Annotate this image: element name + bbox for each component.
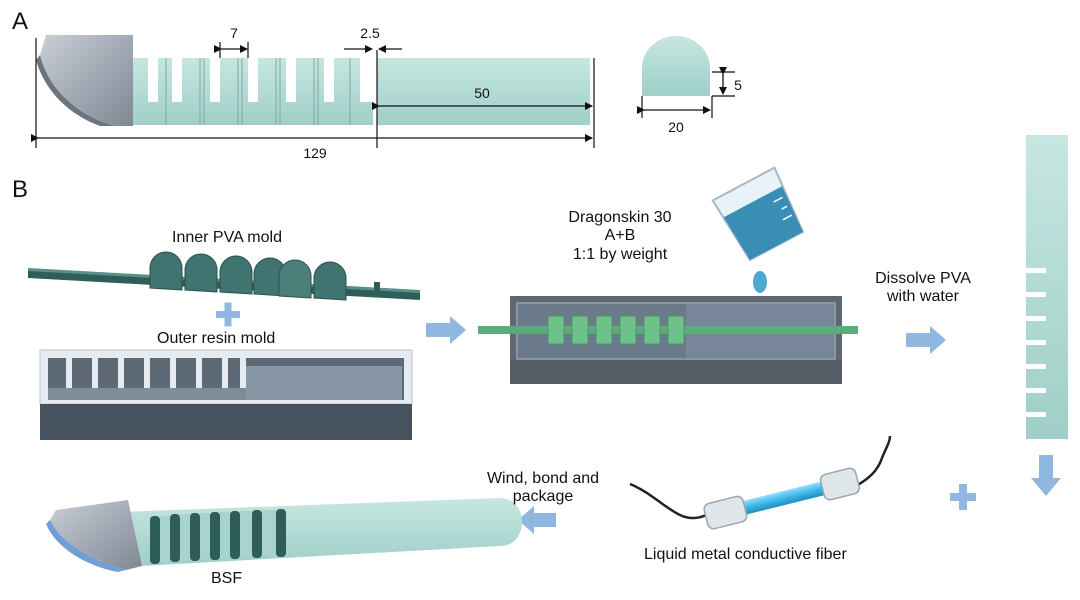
outer-resin-mold-label: Outer resin mold: [157, 330, 276, 347]
arrow-down: [1031, 455, 1061, 496]
outer-resin-mold: [39, 349, 413, 440]
arrow-to-casting: [426, 316, 466, 344]
arrow-to-bsf: [518, 506, 556, 534]
plus-sign-molds: [216, 302, 240, 327]
silicone-ratio: 1:1 by weight: [572, 245, 668, 263]
wind-bond-label: Wind, bond and package: [468, 470, 618, 507]
dim-label-129: 129: [303, 145, 327, 161]
sensor-tip-edge: [36, 55, 115, 126]
panel-label-b: B: [12, 176, 29, 203]
dim-label-7: 7: [230, 25, 238, 41]
panel-a-sensor-drawing: [31, 35, 735, 148]
casting-mold: [478, 296, 858, 384]
liquid-metal-fiber: [629, 435, 892, 530]
dim-label-2.5: 2.5: [360, 25, 380, 41]
panel-label-a: A: [12, 8, 29, 35]
inner-pva-mold: [28, 251, 420, 301]
inner-pva-mold-label: Inner PVA mold: [172, 229, 282, 246]
dim-label-20: 20: [668, 119, 684, 135]
silicone-parts: A+B: [604, 227, 636, 245]
silicone-mix-label: Dragonskin 30 A+B 1:1 by weight: [550, 209, 690, 264]
dim-label-5: 5: [734, 77, 742, 93]
wind-line-2: package: [512, 488, 574, 506]
plus-sign-fiber: [950, 484, 976, 510]
dissolve-line-2: with water: [886, 288, 960, 306]
bsf-label: BSF: [211, 570, 243, 587]
dissolve-line-1: Dissolve PVA: [875, 270, 971, 287]
dissolve-label: Dissolve PVA with water: [858, 270, 988, 307]
dim-label-50: 50: [474, 85, 490, 101]
wind-line-1: Wind, bond and: [486, 470, 600, 487]
silicone-name: Dragonskin 30: [568, 209, 672, 226]
fiber-label: Liquid metal conductive fiber: [644, 546, 847, 563]
cross-section: [642, 36, 710, 96]
pouring-beaker-icon: [711, 166, 805, 262]
sensor-tip-cap: [40, 35, 133, 126]
silicone-body-vertical: [1026, 135, 1068, 439]
tail-section: [377, 58, 590, 125]
silicone-drop: [753, 271, 767, 293]
bsf-sensor: [46, 498, 522, 572]
arrow-to-dissolve: [906, 326, 946, 354]
